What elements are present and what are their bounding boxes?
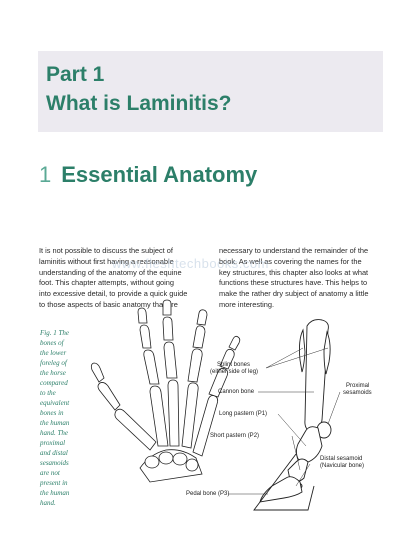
body-line: foot. This chapter attempts, without goi… [39,278,175,288]
caption-line: the human [40,419,70,427]
caption-line: foreleg of [40,359,67,367]
human-hand-skeleton [90,299,241,483]
body-line: necessary to understand the remainder of… [219,246,369,255]
caption-line: the horse [40,369,66,377]
body-line: understanding of the anatomy of the equi… [39,267,182,277]
caption-line: are not [40,469,60,477]
chapter-heading: 1 Essential Anatomy [39,161,257,189]
label-navicular-bone: (Navicular bone) [320,463,365,469]
body-line: to those aspects of basic anatomy that a… [39,299,178,309]
caption-line: Fig. 1 The [40,329,69,337]
caption-line: bones in [40,409,64,417]
label-splint-bones-note: (either side of leg) [210,369,259,375]
caption-line: and distal [40,449,68,457]
body-line: make the rather dry subject of anatomy a… [219,289,369,299]
body-line: more interesting. [219,299,275,309]
part-heading-box: Part 1 What is Laminitis? [38,51,383,132]
label-pedal-bone: Pedal bone (P3) [186,491,230,497]
label-cannon-bone: Cannon bone [218,389,255,395]
figure-caption: Fig. 1 The bones of the lower foreleg of… [40,328,92,508]
body-line: key structures, this chapter also looks … [219,267,369,277]
body-column-left: It is not possible to discuss the subjec… [39,246,201,311]
label-splint-bones: Splint bones [217,362,251,368]
label-short-pastern: Short pastern (P2) [210,433,260,439]
caption-line: sesamoids [40,459,69,467]
caption-line: the lower [40,349,67,357]
caption-line: compared [40,379,68,387]
part-title: What is Laminitis? [46,92,232,115]
part-number: Part 1 [46,63,105,86]
caption-line: hand. [40,499,56,507]
watermark: www.fleshtechbooks.com [112,256,269,271]
body-line: functions these structures have. This he… [219,278,368,288]
body-line: laminitis without first having a reasona… [39,256,174,266]
horse-foreleg-skeleton [253,319,332,511]
body-line: into excessive detail, to provide a quic… [39,289,188,299]
caption-line: bones of [40,339,64,347]
label-distal-sesamoid: Distal sesamoid [320,456,363,462]
body-line: It is not possible to discuss the subjec… [39,246,173,255]
label-proximal-sesamoids: Proximal [346,383,370,389]
label-long-pastern: Long pastern (P1) [219,411,268,417]
caption-line: present in [40,479,68,487]
caption-line: hand. The [40,429,68,437]
label-proximal-sesamoids-2: sesamoids [343,390,372,396]
caption-line: proximal [40,439,66,447]
label-leader-lines [228,347,341,495]
caption-line: the human [40,489,70,497]
chapter-number: 1 [39,162,52,187]
caption-line: to the [40,389,56,397]
chapter-title: Essential Anatomy [61,162,258,187]
body-line: book. As well as covering the names for … [219,256,362,266]
body-column-right: necessary to understand the remainder of… [219,246,381,311]
caption-line: equivalent [40,399,70,407]
